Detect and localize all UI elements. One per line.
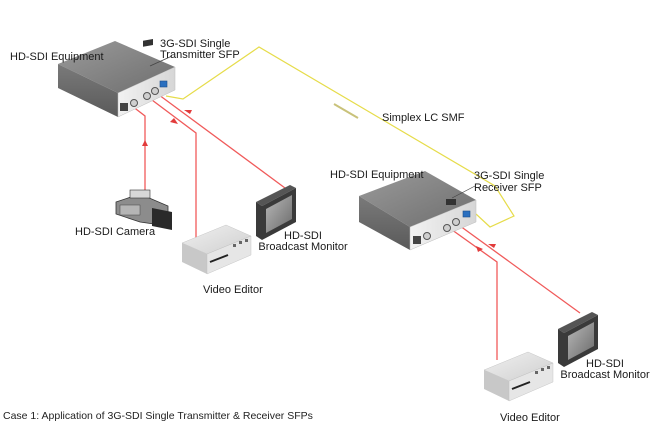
rx-coax-arrows (476, 244, 496, 252)
video-editor-2 (483, 351, 554, 402)
hd-sdi-camera (115, 189, 172, 230)
arrow-up-icon (142, 140, 148, 146)
label-monitor2-line1: HD-SDI (586, 358, 624, 370)
rx-coax-cables (447, 222, 581, 360)
tx-coax-cables (131, 91, 286, 245)
video-editor-1 (181, 224, 252, 275)
label-rx-sfp-line1: 3G-SDI Single (474, 170, 545, 182)
coax-rx-to-editor (447, 226, 498, 360)
label-fiber: Simplex LC SMF (382, 112, 465, 124)
label-monitor1-line2: Broadcast Monitor (258, 241, 348, 253)
rx-hd-sdi-equipment (359, 171, 477, 251)
label-rx-sfp-line2: Receiver SFP (474, 182, 542, 194)
hd-sdi-broadcast-monitor-1 (256, 185, 296, 240)
coax-tx-to-monitor (154, 91, 286, 189)
tx-sfp-module (143, 39, 168, 88)
label-tx-sfp-line2: Transmitter SFP (160, 49, 240, 61)
label-monitor1-line1: HD-SDI (284, 230, 322, 242)
label-editor2: Video Editor (500, 412, 560, 424)
label-monitor2-line2: Broadcast Monitor (560, 369, 650, 381)
label-camera: HD-SDI Camera (75, 226, 156, 238)
arrow-icon (488, 244, 496, 248)
hd-sdi-broadcast-monitor-2 (558, 312, 598, 367)
coax-camera-to-tx (131, 105, 146, 198)
label-tx-sfp-line1: 3G-SDI Single (160, 38, 231, 50)
arrow-icon (184, 110, 192, 114)
arrow-icon (170, 118, 178, 124)
tx-sfp-leader-line (149, 55, 173, 67)
fiber-direction-arrow (333, 103, 359, 119)
figure-caption: Case 1: Application of 3G-SDI Single Tra… (3, 410, 313, 422)
coax-rx-to-monitor (455, 222, 581, 314)
arrow-icon (476, 246, 483, 252)
label-editor1: Video Editor (203, 284, 263, 296)
rx-sfp-leader-line (451, 185, 476, 199)
tx-hd-sdi-equipment (58, 39, 176, 118)
rx-sfp-module (446, 199, 471, 218)
label-tx-equipment: HD-SDI Equipment (10, 51, 104, 63)
simplex-lc-smf-fiber (165, 46, 515, 228)
coax-tx-to-editor (147, 96, 197, 245)
label-rx-equipment: HD-SDI Equipment (330, 169, 424, 181)
fiber-link (165, 46, 515, 228)
tx-coax-arrows (142, 110, 192, 146)
